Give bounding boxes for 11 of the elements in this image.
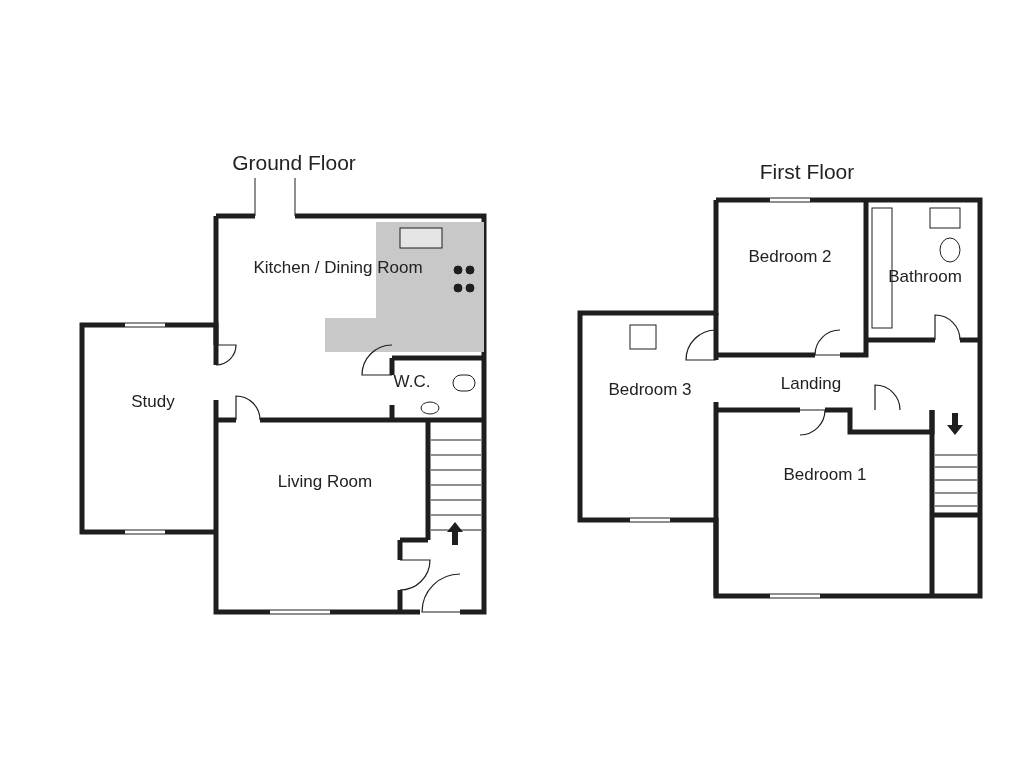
room-label: Study	[131, 389, 175, 415]
room-label: Living Room	[277, 469, 373, 495]
floor-heading: Ground Floor	[232, 150, 356, 177]
room-label: Bedroom 2	[748, 244, 832, 270]
room-label: Kitchen / Dining Room	[253, 255, 423, 281]
room-label: Bedroom 1	[783, 462, 867, 488]
room-label: W.C.	[393, 369, 431, 395]
room-label: Landing	[780, 371, 842, 397]
floor-heading: First Floor	[759, 159, 855, 186]
room-label: Bedroom 3	[608, 377, 692, 403]
room-label: Bathroom	[888, 264, 962, 290]
